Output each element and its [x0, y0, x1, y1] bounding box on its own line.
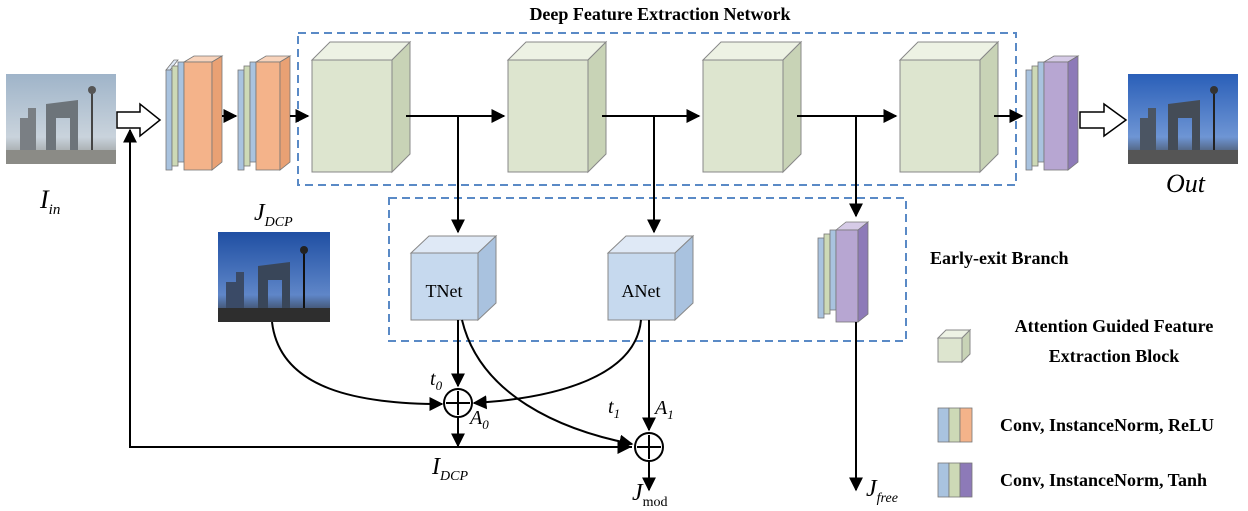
legend-block-line1: Attention Guided Feature [1015, 316, 1214, 336]
anet-label: ANet [622, 281, 661, 301]
legend-block: Attention Guided Feature Extraction Bloc… [936, 316, 1214, 366]
legend-conv-relu-label: Conv, InstanceNorm, ReLU [1000, 415, 1214, 435]
conv-relu-stack-2 [237, 55, 292, 171]
legend-conv-tanh-label: Conv, InstanceNorm, Tanh [1000, 470, 1207, 490]
arrow-anet-sum1 [472, 319, 642, 410]
legend-conv-tanh: Conv, InstanceNorm, Tanh [937, 462, 1207, 498]
sum-node-2 [634, 432, 664, 462]
feature-block-4 [898, 40, 1000, 174]
label-a0: A0 [468, 407, 489, 432]
output-dehazed-image [1128, 74, 1238, 164]
label-j-dcp: JDCP [254, 200, 293, 230]
label-out: Out [1166, 169, 1206, 198]
early-exit-branch-region [388, 197, 907, 342]
conv-tanh-stack-out [1025, 55, 1080, 171]
label-i-in: Iin [39, 185, 60, 218]
tnet-block: TNet [409, 234, 498, 322]
diagram-title: Deep Feature Extraction Network [529, 4, 790, 24]
early-exit-title: Early-exit Branch [930, 248, 1068, 268]
conv-relu-stack-1 [165, 55, 224, 171]
hollow-arrow-icon [116, 102, 162, 138]
label-i-dcp: IDCP [431, 454, 468, 484]
label-j-mod: Jmod [632, 480, 668, 510]
hollow-arrow-out-icon [1079, 102, 1128, 138]
arrow-feedback-loop [123, 128, 632, 448]
sum-node-1 [443, 388, 473, 418]
arrow-tnet-sum2 [461, 319, 634, 449]
input-hazy-image [6, 74, 116, 164]
dcp-image [218, 232, 330, 322]
feature-block-3 [701, 40, 803, 174]
feature-block-1 [310, 40, 412, 174]
label-a1: A1 [653, 397, 674, 422]
tnet-label: TNet [426, 281, 463, 301]
label-t1: t1 [608, 396, 620, 421]
label-t0: t0 [430, 368, 443, 393]
label-j-free: Jfree [866, 476, 898, 506]
feature-block-2 [506, 40, 608, 174]
arrow-dcp-sum1 [271, 321, 444, 411]
legend-conv-relu: Conv, InstanceNorm, ReLU [937, 407, 1214, 443]
legend-block-line2: Extraction Block [1049, 346, 1180, 366]
anet-block: ANet [606, 234, 695, 322]
conv-tanh-stack-early [817, 221, 870, 323]
